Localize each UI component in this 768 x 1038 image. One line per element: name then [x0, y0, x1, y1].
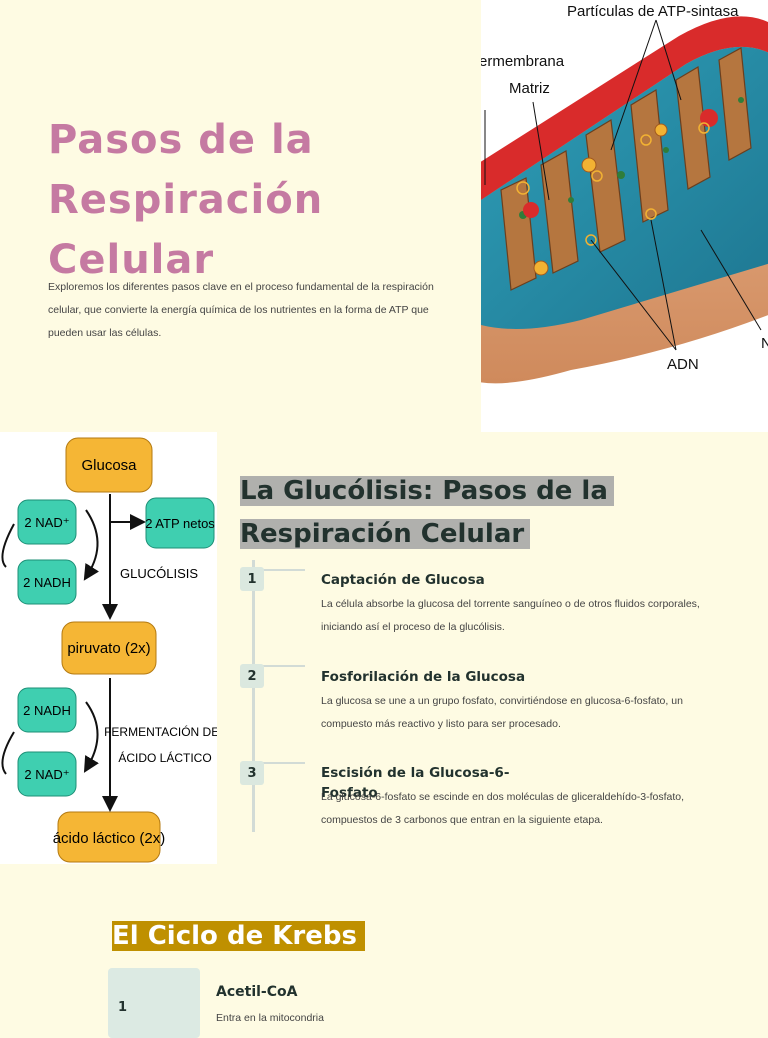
granules — [516, 97, 744, 276]
step-number: 3 — [240, 761, 264, 785]
step-title: Captación de Glucosa — [321, 572, 485, 588]
fermentation-label-1: FERMENTACIÓN DEL — [104, 724, 217, 739]
fermentation-label-2: ÁCIDO LÁCTICO — [118, 750, 211, 765]
timeline-connector — [255, 665, 305, 667]
nadh-label-1: 2 NADH — [23, 575, 71, 590]
mitochondria-illustration: Partículas de ATP-sintasa ermembrana Mat… — [481, 0, 768, 432]
flow-boxes — [17, 437, 215, 863]
timeline-connector — [255, 569, 305, 571]
step-number: 1 — [240, 567, 264, 591]
intro-paragraph: Exploremos los diferentes pasos clave en… — [48, 281, 434, 339]
nadh-label-2: 2 NADH — [23, 703, 71, 718]
atp-net-label: 2 ATP netos — [145, 516, 215, 531]
pyruvate-label: piruvato (2x) — [67, 640, 150, 657]
page-title: Pasos de la Respiración Celular — [48, 117, 324, 283]
krebs-step-title: Acetil-CoA — [216, 984, 298, 1000]
step-description: La célula absorbe la glucosa del torrent… — [321, 598, 700, 633]
red-membrane-shape — [481, 16, 768, 200]
lactic-acid-label: ácido láctico (2x) — [53, 830, 166, 847]
nad-label-2: 2 NAD⁺ — [24, 767, 69, 782]
step-title: Escisión de la Glucosa-6-Fosfato — [321, 765, 510, 801]
matrix-label: Matriz — [509, 80, 550, 97]
flow-arrows — [1, 494, 146, 812]
glucose-label: Glucosa — [81, 457, 137, 474]
glycolysis-label: GLUCÓLISIS — [120, 566, 198, 581]
edge-label: N — [761, 335, 768, 352]
krebs-step-number: 1 — [118, 1000, 128, 1015]
step-number: 2 — [240, 664, 264, 688]
step-description: La glucosa-6-fosfato se escinde en dos m… — [321, 791, 685, 826]
timeline-line — [252, 560, 255, 832]
glycolysis-diagram: Glucosa 2 NAD⁺ 2 NADH 2 ATP netos GLUCÓL… — [0, 432, 217, 864]
step-title: Fosforilación de la Glucosa — [321, 669, 526, 685]
section-title-glycolysis: La Glucólisis: Pasos de la Respiración C… — [240, 470, 710, 556]
krebs-step-description: Entra en la mitocondria — [216, 1012, 324, 1024]
dna-label: ADN — [667, 356, 699, 373]
step-description: La glucosa se une a un grupo fosfato, co… — [321, 695, 683, 730]
cristae-group — [500, 47, 752, 291]
timeline-connector — [255, 762, 305, 764]
leader-lines — [484, 19, 762, 351]
atp-label: Partículas de ATP-sintasa — [567, 3, 739, 20]
membrane-label: ermembrana — [481, 53, 565, 70]
nad-label-1: 2 NAD⁺ — [24, 515, 69, 530]
section-title-krebs: El Ciclo de Krebs — [112, 916, 372, 956]
